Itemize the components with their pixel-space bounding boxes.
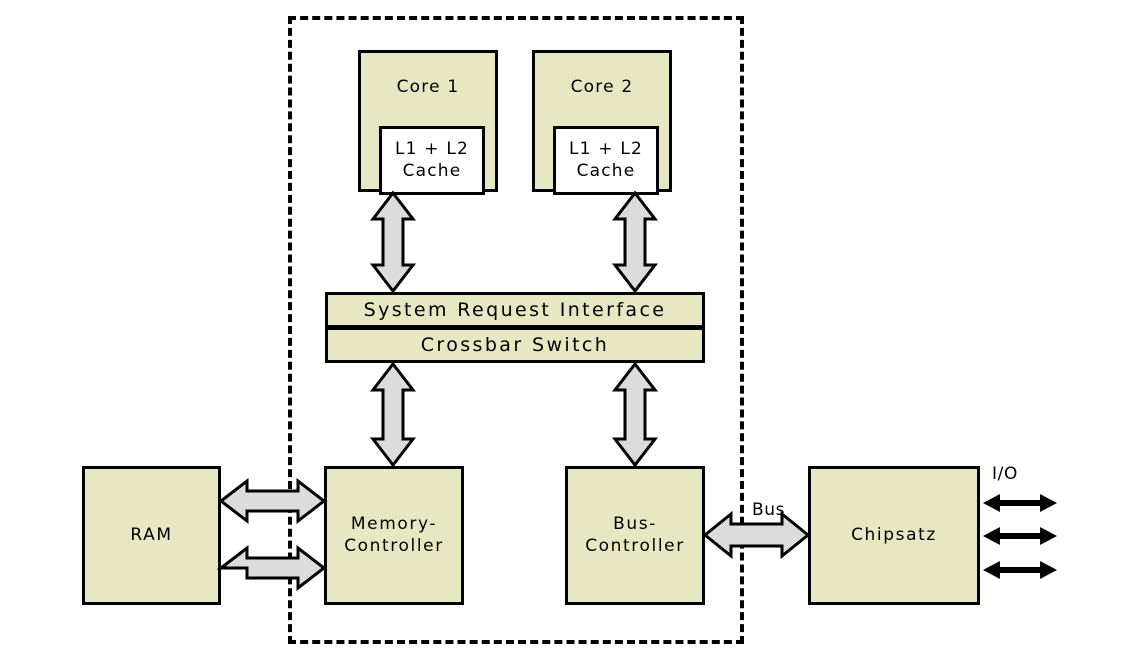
memory-controller-line-2: Controller <box>344 535 444 556</box>
io-arrow-1 <box>983 494 1057 512</box>
bus-controller-block[interactable]: Bus- Controller <box>565 466 705 605</box>
crossbar-switch-block[interactable]: Crossbar Switch <box>325 327 705 363</box>
chipset-label: Chipsatz <box>851 524 937 545</box>
core-2-block[interactable]: Core 2 L1 + L2 Cache <box>532 50 672 195</box>
io-arrow-2 <box>983 527 1057 545</box>
core-1-block[interactable]: Core 1 L1 + L2 Cache <box>358 50 498 195</box>
core-1-cache-line-1: L1 + L2 <box>394 138 470 159</box>
bus-connection-label: Bus <box>752 500 786 520</box>
bus-controller-line-1: Bus- <box>613 513 657 534</box>
core-2-cache-line-1: L1 + L2 <box>568 138 644 159</box>
core-1-cache-block[interactable]: L1 + L2 Cache <box>379 126 485 195</box>
io-arrow-group <box>983 494 1057 579</box>
system-request-interface-label: System Request Interface <box>363 298 667 321</box>
core-1-label: Core 1 <box>396 77 460 97</box>
system-request-interface-block[interactable]: System Request Interface <box>325 292 705 328</box>
memory-controller-line-1: Memory- <box>350 513 438 534</box>
chipset-block[interactable]: Chipsatz <box>808 466 980 605</box>
core-2-cache-block[interactable]: L1 + L2 Cache <box>553 126 659 195</box>
core-2-label: Core 2 <box>570 77 634 97</box>
core-2-cache-line-2: Cache <box>576 160 636 181</box>
cpu-package-boundary <box>288 16 744 644</box>
ram-block[interactable]: RAM <box>82 466 221 605</box>
memory-controller-block[interactable]: Memory- Controller <box>324 466 464 605</box>
ram-label: RAM <box>130 524 173 545</box>
core-1-cache-line-2: Cache <box>402 160 462 181</box>
crossbar-switch-label: Crossbar Switch <box>420 333 610 356</box>
bus-controller-line-2: Controller <box>585 535 685 556</box>
io-connection-label: I/O <box>992 464 1018 484</box>
io-arrow-3 <box>983 561 1057 579</box>
